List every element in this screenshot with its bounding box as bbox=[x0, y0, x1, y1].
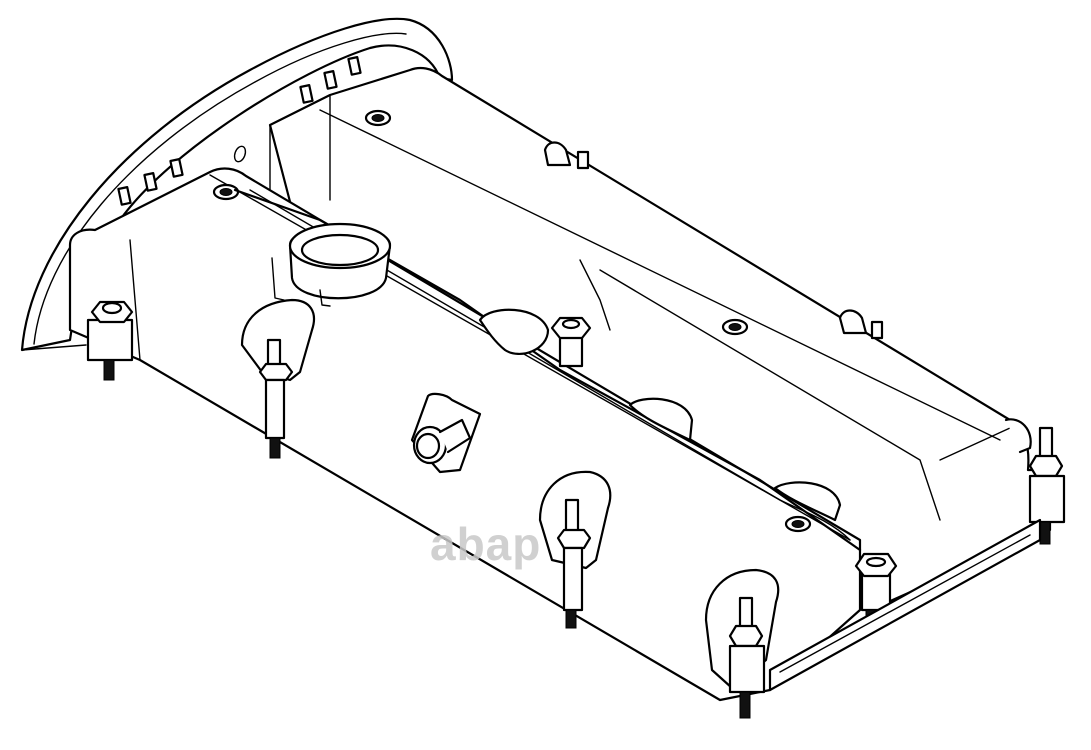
cover-left-wing bbox=[20, 17, 454, 352]
oil-filler-neck bbox=[271, 222, 392, 307]
plug-wells bbox=[478, 308, 842, 522]
bolt-3 bbox=[550, 316, 592, 368]
watermark-text: abap bbox=[430, 518, 541, 570]
watermark: abap bbox=[430, 518, 541, 570]
bolt-6 bbox=[854, 552, 898, 629]
right-end-flange bbox=[768, 418, 1042, 692]
bolt-5 bbox=[728, 596, 766, 719]
pcv-port bbox=[410, 392, 482, 474]
bolt-7 bbox=[1028, 426, 1066, 545]
bolt-1 bbox=[86, 300, 134, 381]
bolt-4 bbox=[556, 498, 592, 629]
bolt-2 bbox=[258, 338, 294, 459]
bolts bbox=[86, 300, 1066, 719]
